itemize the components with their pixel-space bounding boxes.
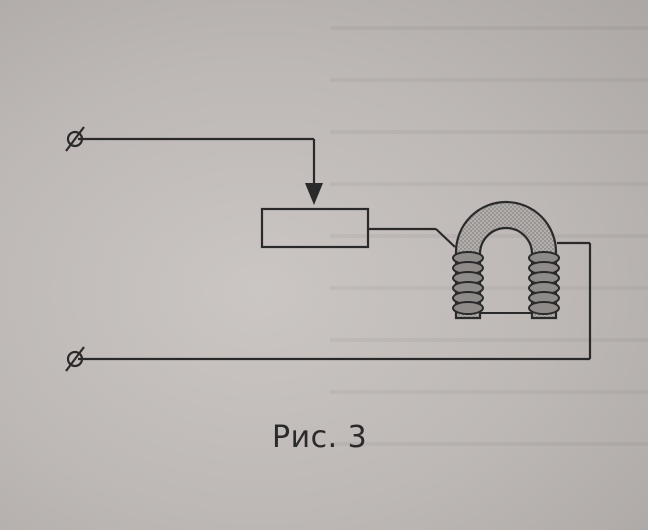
wire-coil-entry (435, 228, 456, 248)
figure-caption: Рис. 3 (272, 420, 368, 455)
terminal-bottom-icon (65, 346, 85, 372)
left-coil (452, 251, 484, 315)
terminal-top-icon (65, 126, 85, 152)
right-coil (528, 251, 560, 315)
horseshoe-core (454, 200, 558, 320)
slider-arrow-icon (305, 183, 323, 205)
rheostat-body (260, 207, 370, 249)
